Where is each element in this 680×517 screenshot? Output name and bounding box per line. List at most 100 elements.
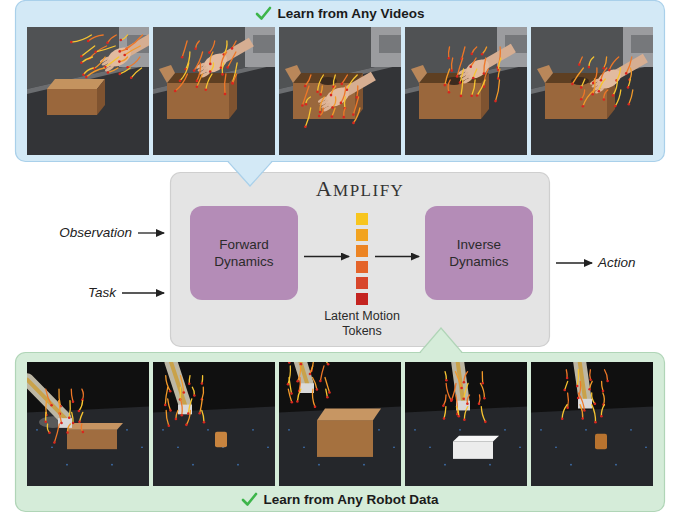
motion-track [342, 75, 348, 84]
motion-track [86, 68, 104, 77]
robot-part [253, 35, 275, 53]
track-end [340, 102, 343, 105]
table-dot [267, 446, 269, 448]
video-panel: Learn from Any Videos [15, 0, 665, 162]
track-end [614, 105, 617, 108]
robot-base [371, 27, 401, 67]
check-stroke [257, 8, 270, 19]
track-end [466, 402, 469, 405]
motion-track [444, 407, 446, 419]
motion-track [125, 46, 141, 55]
track-end [608, 69, 611, 72]
track-end [494, 100, 497, 103]
callout-tail [420, 328, 462, 354]
motion-track [79, 401, 83, 411]
table-dot [126, 429, 128, 431]
track-end [181, 56, 184, 59]
track-end [448, 57, 451, 60]
track-end [201, 382, 204, 385]
floor [405, 27, 527, 155]
box-flap [411, 65, 427, 83]
motion-track [577, 370, 578, 386]
motion-track [601, 405, 604, 417]
motion-track [592, 393, 595, 404]
robot-part [631, 35, 653, 53]
io-label: Observation [59, 224, 132, 242]
robot-frame [153, 362, 275, 486]
motion-track [288, 389, 292, 402]
track-end [80, 55, 83, 58]
white-box [453, 441, 493, 458]
flow-arrow [304, 256, 349, 257]
track-end [305, 103, 308, 106]
motion-track [567, 393, 569, 408]
conveyor [153, 61, 275, 155]
input-arrow [138, 232, 164, 233]
video-frame [405, 27, 527, 155]
motion-track [630, 68, 632, 80]
video-frame [153, 27, 275, 155]
track-end [205, 89, 208, 92]
track-end [451, 398, 454, 401]
table-dot [252, 429, 254, 431]
track-end [291, 401, 294, 404]
gripper [578, 399, 592, 409]
finger [322, 105, 332, 113]
input-arrow [122, 292, 164, 293]
callout-tail-edge [420, 328, 462, 353]
check-mark [255, 5, 272, 22]
track-end [185, 424, 188, 427]
inverse-dynamics-box: Inverse Dynamics [425, 206, 533, 300]
track-end [458, 415, 461, 418]
track-end [130, 77, 133, 80]
track-end [471, 53, 474, 56]
gripper [300, 383, 314, 393]
robot-arm-stripe [579, 357, 585, 399]
track-end [484, 421, 487, 424]
track-end [316, 90, 319, 93]
track-end [470, 94, 473, 97]
motion-track [344, 97, 346, 108]
table-dot [570, 464, 572, 466]
backdrop [27, 362, 149, 486]
motion-track [179, 387, 181, 399]
amplify-panel: AMPLIFYForward DynamicsLatent Motion Tok… [170, 172, 550, 347]
track-end [290, 392, 293, 395]
robot-data-panel: Learn from Any Robot Data [15, 352, 665, 512]
track-end [582, 105, 585, 108]
table [27, 407, 149, 486]
track-end [341, 83, 344, 86]
table-dot [585, 429, 587, 431]
motion-track [461, 80, 463, 96]
video-frame [27, 27, 159, 155]
table-dot [237, 464, 239, 466]
box-side [97, 79, 105, 115]
track-end [612, 94, 615, 97]
motion-track [96, 46, 116, 52]
box-front [167, 83, 229, 119]
motion-track [498, 69, 500, 79]
table-dot [555, 446, 557, 448]
motion-track [481, 407, 485, 422]
track-end [566, 407, 569, 410]
hand [317, 69, 378, 113]
track-end [72, 422, 75, 425]
output-arrow [556, 262, 592, 263]
motion-track [82, 389, 83, 400]
track-end [193, 394, 196, 397]
check-stroke [243, 494, 256, 505]
track-end [459, 81, 462, 84]
track-end [224, 93, 227, 96]
node-text: Learn from Any Videos [277, 6, 424, 21]
motion-track [182, 41, 187, 57]
robot-arm-stripe [171, 362, 185, 405]
track-end [319, 380, 322, 383]
robot-frame [279, 354, 401, 486]
video-frame [531, 27, 653, 155]
track-end [221, 73, 224, 76]
motion-track [319, 108, 323, 116]
motion-track [305, 108, 310, 127]
motion-track [496, 80, 500, 101]
